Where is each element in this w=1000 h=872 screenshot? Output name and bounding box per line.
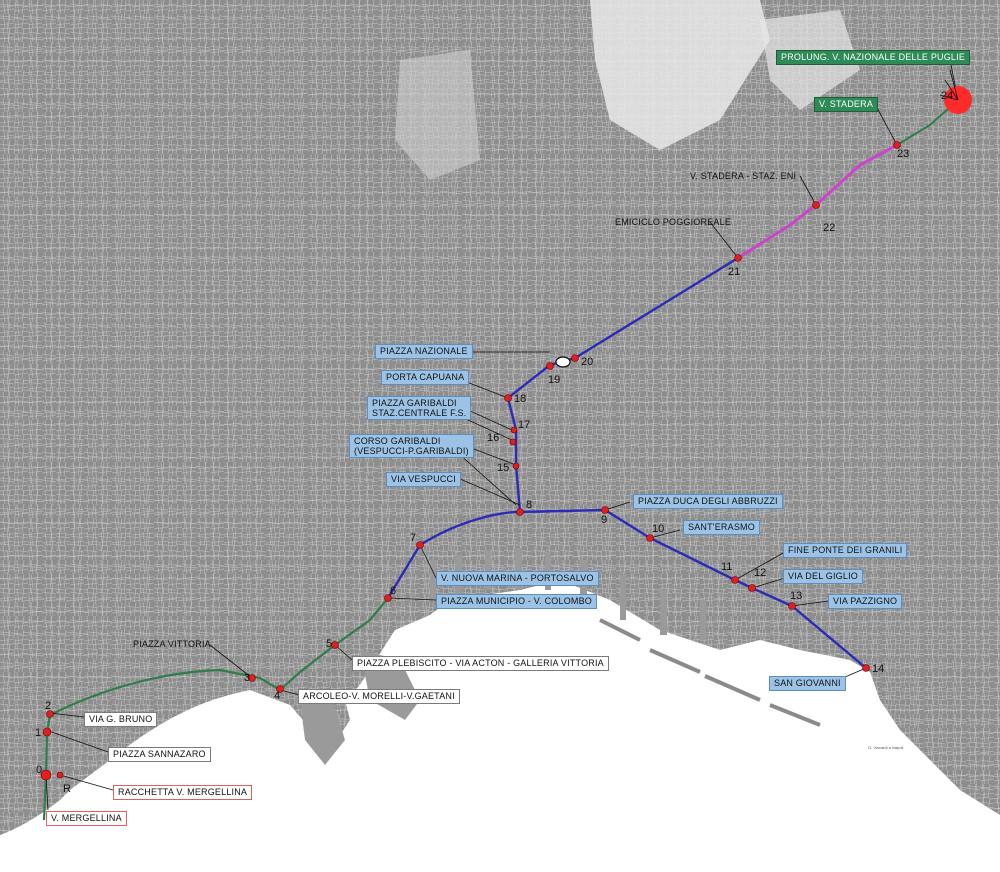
label-prolung[interactable]: PROLUNG. V. NAZIONALE DELLE PUGLIE	[776, 50, 971, 65]
label-fine-ponte[interactable]: FINE PONTE DEI GRANILI	[783, 543, 908, 558]
label-piazza-nazionale[interactable]: PIAZZA NAZIONALE	[375, 344, 473, 359]
stop-r[interactable]	[56, 771, 64, 779]
label-san-giovanni[interactable]: SAN GIOVANNI	[769, 676, 846, 691]
stop-number: 17	[518, 419, 531, 431]
label-stadera-stazione[interactable]: V. STADERA - STAZ. ENI	[690, 171, 797, 181]
terminal-rays	[939, 69, 959, 101]
stop-number: 6	[390, 585, 397, 597]
stop-21[interactable]	[734, 254, 742, 262]
stop-number: 13	[790, 590, 803, 602]
stops	[40, 141, 901, 781]
breakwater	[599, 618, 821, 727]
label-via-giglio[interactable]: VIA DEL GIGLIO	[783, 569, 863, 584]
label-arcoleo[interactable]: ARCOLEO-V. MORELLI-V.GAETANI	[298, 689, 460, 704]
stop-22[interactable]	[812, 201, 820, 209]
stop-0[interactable]	[40, 769, 52, 781]
stop-number: 12	[754, 567, 767, 579]
stop-6[interactable]	[384, 594, 392, 602]
roundabout-icon	[555, 356, 571, 368]
label-corso-garibaldi[interactable]: CORSO GARIBALDI (VESPUCCI-P.GARIBALDI)	[349, 434, 474, 458]
stop-10[interactable]	[646, 534, 654, 542]
stop-number: 3	[244, 672, 251, 684]
route-blue-north[interactable]	[506, 256, 739, 513]
stop-23[interactable]	[893, 141, 901, 149]
label-nuova-marina[interactable]: V. NUOVA MARINA - PORTOSALVO	[436, 571, 599, 586]
route-blue-coast[interactable]	[386, 508, 867, 669]
hill-park	[395, 50, 480, 180]
stop-number: 20	[581, 356, 594, 368]
stop-11[interactable]	[731, 576, 739, 584]
stop-number: 11	[721, 561, 733, 573]
label-sannazaro[interactable]: PIAZZA SANNAZARO	[108, 747, 211, 762]
stop-number: 1	[35, 727, 42, 739]
label-corso-garibaldi-line1: CORSO GARIBALDI	[354, 436, 441, 446]
stop-18[interactable]	[504, 394, 512, 402]
label-stadera[interactable]: V. STADERA	[814, 97, 879, 112]
label-corso-garibaldi-line2: (VESPUCCI-P.GARIBALDI)	[354, 446, 469, 456]
stop-number: 23	[897, 148, 910, 160]
stop-number: R	[63, 783, 71, 795]
label-piazza-garibaldi-line1: PIAZZA GARIBALDI	[372, 398, 457, 408]
stop-number: 24	[941, 90, 954, 102]
label-piazza-garibaldi-line2: STAZ.CENTRALE F.S.	[372, 408, 467, 418]
label-via-vespucci[interactable]: VIA VESPUCCI	[386, 472, 461, 487]
stop-9[interactable]	[601, 506, 609, 514]
stop-20[interactable]	[571, 354, 579, 362]
label-porta-capuana[interactable]: PORTA CAPUANA	[381, 370, 470, 385]
stop-number: 4	[274, 690, 281, 702]
stop-4[interactable]	[276, 685, 284, 693]
stop-19[interactable]	[546, 362, 554, 370]
stop-number: 18	[514, 393, 527, 405]
label-plebiscito[interactable]: PIAZZA PLEBISCITO - VIA ACTON - GALLERIA…	[352, 656, 609, 671]
stop-number: 19	[548, 374, 561, 386]
label-racchetta[interactable]: RACCHETTA V. MERGELLINA	[113, 785, 253, 800]
label-duca-abruzzi[interactable]: PIAZZA DUCA DEGLI ABBRUZZI	[633, 494, 783, 509]
stop-15[interactable]	[512, 462, 520, 470]
label-santerasmo[interactable]: SANT'ERASMO	[683, 520, 760, 535]
label-piazza-garibaldi[interactable]: PIAZZA GARIBALDI STAZ.CENTRALE F.S.	[367, 396, 472, 420]
stop-16[interactable]	[509, 438, 517, 446]
stop-1[interactable]	[42, 727, 52, 737]
label-via-pazzigno[interactable]: VIA PAZZIGNO	[828, 594, 903, 609]
stop-number: 16	[487, 432, 500, 444]
industrial-area	[590, 0, 770, 150]
stop-number: 0	[36, 764, 43, 776]
stop-number: 7	[410, 532, 417, 544]
map-credit: G. Viscardi a Napoli	[868, 745, 904, 750]
stop-number: 22	[823, 222, 836, 234]
stop-7[interactable]	[416, 541, 424, 549]
stop-number: 10	[652, 523, 665, 535]
stop-number: 14	[872, 663, 885, 675]
stop-number: 9	[601, 514, 608, 526]
stop-number: 8	[526, 499, 533, 511]
stop-2[interactable]	[46, 710, 54, 718]
stop-5[interactable]	[331, 641, 339, 649]
label-municipio[interactable]: PIAZZA MUNICIPIO - V. COLOMBO	[436, 594, 597, 609]
stop-14[interactable]	[862, 664, 870, 672]
label-emiciclo[interactable]: EMICICLO POGGIOREALE	[615, 217, 732, 227]
stop-13[interactable]	[788, 602, 796, 610]
stop-number: 21	[728, 266, 741, 278]
stop-17[interactable]	[510, 426, 518, 434]
stop-3[interactable]	[248, 674, 256, 682]
label-mergellina[interactable]: V. MERGELLINA	[46, 811, 127, 826]
label-via-bruno[interactable]: VIA G. BRUNO	[84, 712, 158, 727]
stop-8[interactable]	[516, 508, 524, 516]
stop-12[interactable]	[748, 584, 756, 592]
stop-number: 5	[326, 638, 333, 650]
stop-number: 15	[497, 462, 510, 474]
stop-number: 2	[45, 700, 52, 712]
label-piazza-vittoria[interactable]: PIAZZA VITTORIA	[133, 639, 211, 649]
